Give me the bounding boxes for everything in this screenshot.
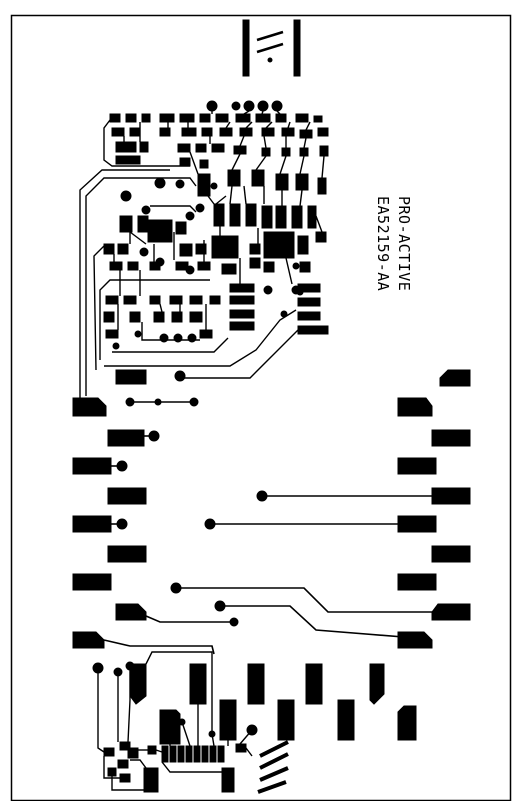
- edge-pads-left: [72, 369, 147, 649]
- upper-cluster-traces: [79, 110, 325, 408]
- lower-traces: [97, 651, 253, 791]
- board-label-line2: EA52159-AA: [374, 196, 392, 292]
- edge-pads-right: [397, 369, 471, 649]
- board-label-line1: PRO-ACTIVE: [395, 196, 413, 292]
- upper-circuit-cluster: [103, 100, 329, 350]
- top-connector-mark: [242, 19, 301, 77]
- lower-components: [103, 663, 417, 794]
- copper-layer: [72, 19, 471, 794]
- connector-traces: [103, 401, 432, 655]
